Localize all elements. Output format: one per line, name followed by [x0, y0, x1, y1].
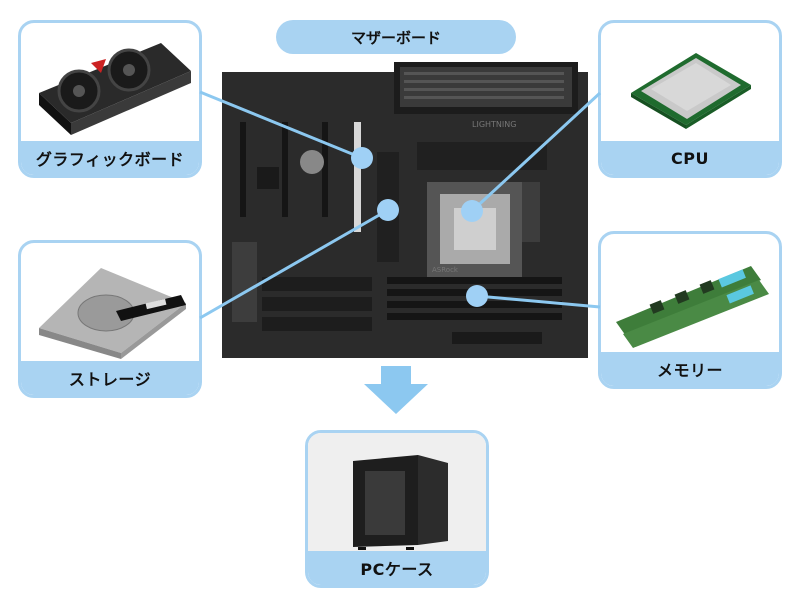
- asrock-maker-text: ASRock: [432, 266, 459, 274]
- pc-case-label: PCケース: [308, 551, 486, 585]
- motherboard-title: マザーボード: [276, 20, 516, 54]
- pc-case-photo: [308, 433, 486, 551]
- storage-label: ストレージ: [21, 361, 199, 395]
- ram-modules-photo: [616, 266, 769, 348]
- cpu-card: CPU: [598, 20, 782, 178]
- gpu-card: グラフィックボード: [18, 20, 202, 178]
- hdd-ssd-photo: [39, 268, 186, 359]
- cpu-photo: [631, 53, 751, 129]
- down-arrow: [364, 366, 428, 414]
- lightning-brand-text: LIGHTNING: [472, 120, 516, 129]
- storage-card: ストレージ: [18, 240, 202, 398]
- motherboard-photo: LIGHTNING ASRock: [222, 62, 588, 358]
- graphics-card-photo: [39, 43, 191, 135]
- gpu-label: グラフィックボード: [21, 141, 199, 175]
- memory-card: メモリー: [598, 231, 782, 389]
- pc-case-card: PCケース: [305, 430, 489, 588]
- cpu-label: CPU: [601, 141, 779, 175]
- memory-label: メモリー: [601, 352, 779, 386]
